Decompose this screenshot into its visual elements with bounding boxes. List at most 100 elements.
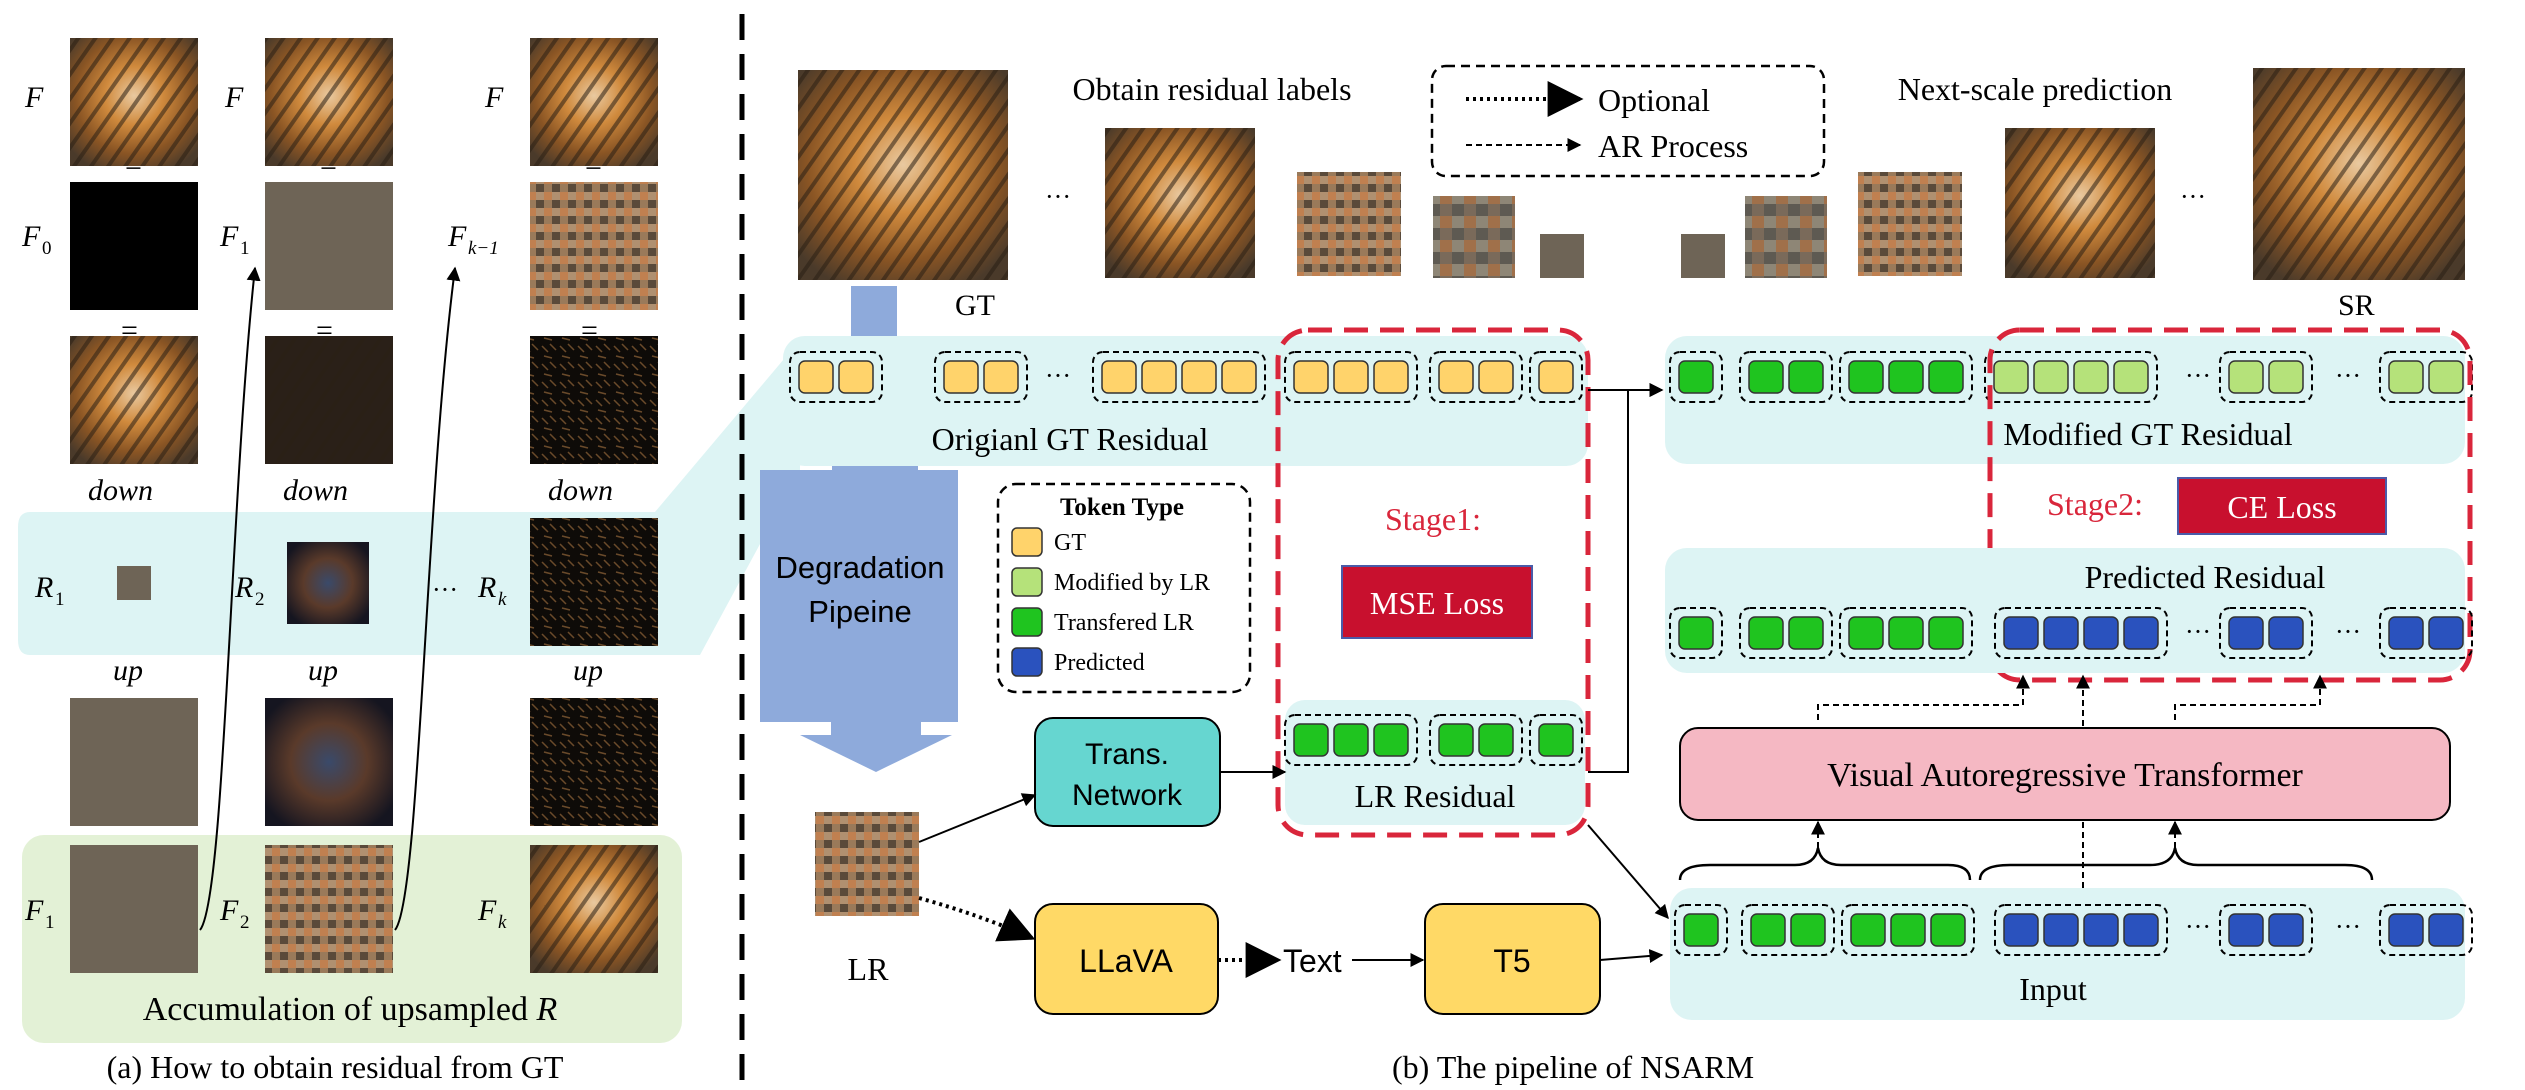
input-predicted-token <box>2228 913 2264 947</box>
up-col3: up <box>573 654 603 687</box>
ce-loss-box <box>2177 477 2387 535</box>
token-type-label: Modified by LR <box>1054 570 1210 596</box>
gt-token <box>1538 360 1574 394</box>
modified-token <box>2033 360 2069 394</box>
modified-group <box>1984 351 2158 403</box>
input-transferred-token <box>1850 913 1886 947</box>
label-Fk-sub: k <box>498 912 507 933</box>
ellipsis-top-right: ··· <box>2180 182 2206 211</box>
input-transferred-token <box>1890 913 1926 947</box>
gt-token <box>1221 360 1257 394</box>
modified-token <box>2428 360 2464 394</box>
transferred-group <box>1839 607 1973 659</box>
panel-b: GT Obtain residual labels ··· ··· SR Nex… <box>760 64 2473 1085</box>
transferred-token <box>1748 616 1784 650</box>
label-Rk: R <box>477 571 496 604</box>
predicted-token <box>2123 616 2159 650</box>
ellipsis-a: ··· <box>432 575 458 604</box>
gt-token <box>1141 360 1177 394</box>
flat-patch-scale0-right <box>1681 234 1725 278</box>
label-Fk: F <box>477 894 497 927</box>
flat-image-up-col1 <box>70 698 198 826</box>
tiger-stripes <box>530 845 658 973</box>
modified-token <box>2388 360 2424 394</box>
token-type-legend <box>996 482 1252 694</box>
transferred-token <box>1848 616 1884 650</box>
token-type-swatch <box>1011 607 1043 637</box>
label-R2-sub: 2 <box>255 589 265 610</box>
tiger-stripes <box>265 336 393 464</box>
llava-label: LLaVA <box>1079 943 1173 979</box>
pixelated-tiger-Fk1 <box>530 182 658 310</box>
input-transferred-token <box>1750 913 1786 947</box>
input-predicted-group <box>2219 904 2313 956</box>
optional-arrow-lr-to-llava <box>918 896 1036 942</box>
trans-network-line2: Network <box>1072 779 1183 812</box>
token-type-label: GT <box>1054 530 1086 556</box>
caption-b: (b) The pipeline of NSARM <box>1392 1049 1754 1085</box>
label-Fk1: F <box>447 220 467 253</box>
input-predicted-group <box>2379 904 2473 956</box>
arrow-F2-to-Fk1 <box>394 266 461 931</box>
label-F1-bottom: F <box>24 894 44 927</box>
lr-token <box>1438 723 1474 757</box>
gt-group <box>1284 351 1418 403</box>
input-predicted-token <box>2388 913 2424 947</box>
ellipsis-mod-2: ··· <box>2335 361 2361 390</box>
arrow-legend-box <box>1430 64 1826 178</box>
label-F0-sub: 0 <box>42 238 52 259</box>
tiger-stripes <box>1105 128 1255 278</box>
input-predicted-group <box>1994 904 2168 956</box>
transferred-token <box>1678 360 1714 394</box>
transferred-group <box>1739 607 1833 659</box>
tiger-image-scale2 <box>1297 172 1401 276</box>
gt-token <box>798 360 834 394</box>
predicted-token <box>2083 616 2119 650</box>
input-transferred-token <box>1790 913 1826 947</box>
predicted-token <box>2228 616 2264 650</box>
label-F1-top: F <box>219 220 239 253</box>
label-F1-bottom-sub: 1 <box>45 912 55 933</box>
label-F2: F <box>219 894 239 927</box>
modified-token <box>2073 360 2109 394</box>
arrow-lr-residual-to-modified <box>1588 383 1664 773</box>
tiger-stripes <box>70 336 198 464</box>
tiger-stripes <box>2253 68 2465 280</box>
legend-ar-process: AR Process <box>1598 128 1748 164</box>
gt-token <box>1181 360 1217 394</box>
label-F1-top-sub: 1 <box>240 238 250 259</box>
transformer-label: Visual Autoregressive Transformer <box>1827 757 2303 794</box>
modified-token <box>2268 360 2304 394</box>
transferred-token <box>1788 360 1824 394</box>
transferred-group <box>1669 607 1723 659</box>
lr-residual-token-row <box>1284 714 1583 766</box>
lr-group <box>1284 714 1418 766</box>
input-brace-right <box>1978 847 2374 881</box>
flat-patch-R1 <box>117 566 151 600</box>
ar-arrow-1 <box>1817 674 2030 720</box>
transferred-token <box>1888 360 1924 394</box>
predicted-token <box>2268 616 2304 650</box>
input-predicted-token <box>2268 913 2304 947</box>
input-transferred-group <box>1674 904 1728 956</box>
stage2-region <box>1987 327 2473 683</box>
blurred-image-up-col2 <box>265 698 393 826</box>
gt-group <box>1429 351 1523 403</box>
gt-token <box>838 360 874 394</box>
accumulation-label: Accumulation of upsampled R <box>143 991 558 1028</box>
lr-token <box>1373 723 1409 757</box>
pixelated-tiger-F2 <box>265 845 393 973</box>
panel-a: F − F 0 = down R 1 up F 1 F − F 1 = down… <box>18 38 800 1085</box>
tiger-stripes <box>2005 128 2155 278</box>
gt-token <box>1373 360 1409 394</box>
predicted-token <box>2003 616 2039 650</box>
lr-label: LR <box>848 951 890 987</box>
input-transferred-group <box>1841 904 1975 956</box>
gt-token <box>1438 360 1474 394</box>
caption-a: (a) How to obtain residual from GT <box>107 1049 564 1085</box>
gt-token <box>1101 360 1137 394</box>
residual-patch-Rk <box>530 518 658 646</box>
label-Fk1-sub: k−1 <box>468 238 499 259</box>
tiger-stripes <box>265 38 393 166</box>
predicted-residual-label: Predicted Residual <box>2085 559 2326 595</box>
